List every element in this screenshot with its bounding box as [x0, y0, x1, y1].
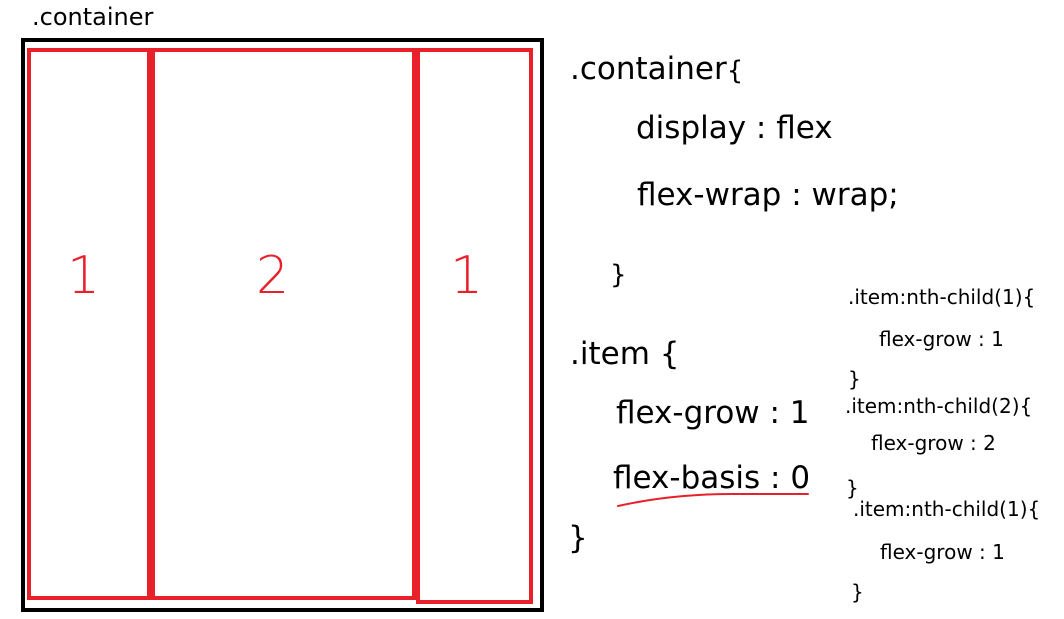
code-display-line: display : flex	[636, 110, 833, 146]
flex-item-2-number: 2	[256, 246, 290, 306]
nth-child-1-selector: .item:nth-child(1){	[848, 285, 1036, 309]
nth-child-2-selector: .item:nth-child(2){	[845, 394, 1033, 418]
flex-container-box	[21, 38, 544, 612]
nth-child-1-close-brace: }	[848, 367, 861, 391]
code-container-selector: .container{	[570, 51, 744, 87]
container-label: .container	[32, 3, 154, 31]
code-flex-wrap-line: flex-wrap : wrap;	[637, 177, 899, 213]
code-flex-grow-line: flex-grow : 1	[616, 395, 810, 431]
nth-child-3-selector: .item:nth-child(1){	[853, 497, 1041, 521]
flex-item-3-box	[416, 48, 533, 604]
nth-child-3-declaration: flex-grow : 1	[880, 540, 1005, 564]
code-container-close-brace: }	[610, 260, 627, 290]
nth-child-1-declaration: flex-grow : 1	[879, 327, 1004, 351]
flex-item-1-box	[27, 48, 151, 600]
nth-child-2-declaration: flex-grow : 2	[871, 431, 996, 455]
flex-item-3-number: 1	[450, 246, 484, 306]
nth-child-3-close-brace: }	[851, 580, 864, 604]
flex-item-1-number: 1	[67, 246, 101, 306]
code-item-close-brace: }	[568, 520, 588, 556]
code-flex-basis-line: flex-basis : 0	[613, 460, 811, 496]
code-item-selector: .item {	[570, 336, 680, 372]
flex-item-2-box	[151, 48, 416, 600]
nth-child-2-close-brace: }	[846, 476, 859, 500]
flex-basis-underline	[617, 493, 809, 507]
